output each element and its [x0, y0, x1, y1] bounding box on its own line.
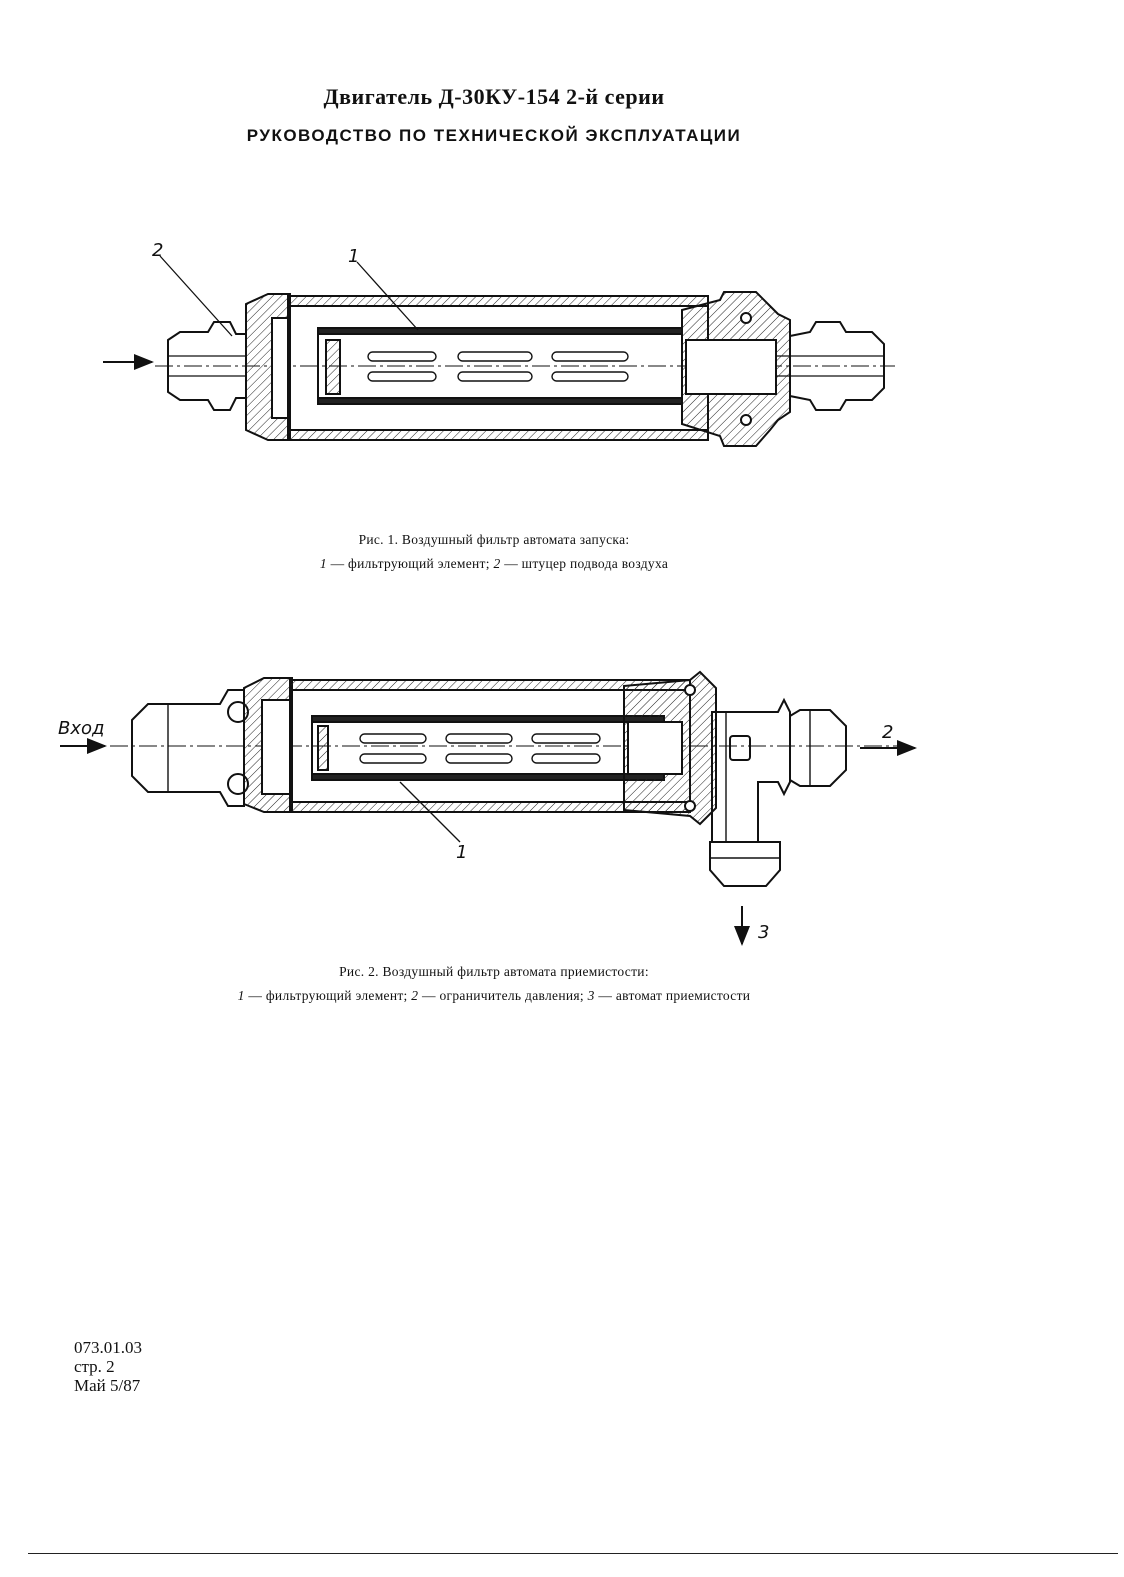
document-title: Двигатель Д-30КУ-154 2-й серии [323, 84, 665, 109]
figure2-caption: Рис. 2. Воздушный фильтр автомата приеми… [0, 960, 988, 1008]
fig2-filter-element [311, 715, 665, 781]
fig2-label-1: 1 [456, 842, 467, 863]
figure2-caption-title: Рис. 2. Воздушный фильтр автомата приеми… [339, 964, 649, 979]
fig2-label-2: 2 [882, 722, 893, 743]
document-subtitle: РУКОВОДСТВО ПО ТЕХНИЧЕСКОЙ ЭКСПЛУАТАЦИИ [246, 126, 742, 145]
fig1-label-1: 1 [348, 246, 359, 267]
fig2-tee-fitting [711, 697, 791, 843]
figure1-air-filter [103, 255, 895, 447]
fig1-outlet-fitting [789, 321, 885, 411]
fig1-leader-1 [356, 261, 419, 331]
figure1-caption-title: Рис. 1. Воздушный фильтр автомата запуск… [358, 532, 630, 547]
fig2-label-inlet: Вход [58, 718, 104, 739]
fig2-outlet2-fitting [789, 709, 847, 787]
fig1-label-2: 2 [152, 240, 163, 261]
bottom-rule [28, 1553, 1118, 1554]
figure1-caption: Рис. 1. Воздушный фильтр автомата запуск… [0, 528, 988, 576]
figure1-caption-legend: 1 — фильтрующий элемент; 2 — штуцер подв… [319, 556, 669, 571]
fig2-leader-1 [399, 781, 461, 843]
doc-number: 073.01.03 [74, 1338, 142, 1357]
fig1-leader-2 [159, 255, 233, 337]
page-footer: 073.01.03 стр. 2 Май 5/87 [74, 1338, 142, 1395]
figure2-air-filter [60, 670, 917, 946]
revision-date: Май 5/87 [74, 1376, 141, 1395]
figure2-caption-legend: 1 — фильтрующий элемент; 2 — ограничител… [237, 988, 751, 1003]
fig2-outlet3-fitting [709, 841, 781, 887]
fig2-inlet-fitting [131, 689, 245, 807]
fig1-housing [287, 295, 709, 441]
page-number: стр. 2 [74, 1357, 115, 1376]
fig2-label-3: 3 [758, 922, 769, 943]
